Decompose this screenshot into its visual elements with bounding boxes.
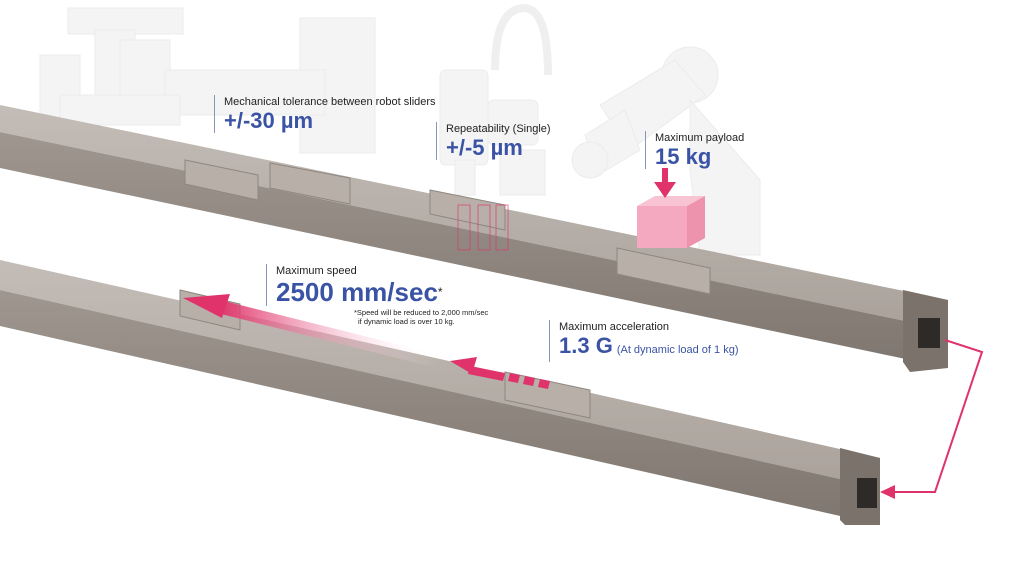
background-robots bbox=[39, 3, 761, 256]
acceleration-arrow bbox=[450, 357, 550, 389]
repeatability-label: Repeatability (Single) bbox=[446, 123, 551, 135]
footnote-line-1: *Speed will be reduced to 2,000 mm/sec bbox=[354, 308, 489, 317]
return-connector bbox=[895, 339, 984, 493]
footnote-line-2: if dynamic load is over 10 kg. bbox=[358, 317, 455, 326]
spec-acceleration: Maximum acceleration 1.3 G(At dynamic lo… bbox=[549, 320, 738, 362]
speed-value: 2500 mm/sec bbox=[276, 277, 438, 307]
speed-label: Maximum speed bbox=[276, 265, 357, 277]
upper-rail bbox=[0, 105, 948, 372]
repeatability-highlight bbox=[457, 204, 509, 251]
payload-arrow bbox=[654, 168, 676, 198]
spec-speed: Maximum speed 2500 mm/sec* bbox=[266, 264, 443, 306]
spec-payload: Maximum payload 15 kg bbox=[645, 131, 744, 169]
speed-arrow bbox=[183, 294, 440, 368]
acceleration-value-line: 1.3 G(At dynamic load of 1 kg) bbox=[559, 334, 738, 362]
acceleration-note: (At dynamic load of 1 kg) bbox=[616, 344, 739, 356]
tolerance-label: Mechanical tolerance between robot slide… bbox=[224, 96, 436, 108]
gantry-robot-illustration bbox=[39, 7, 376, 154]
payload-box bbox=[637, 206, 687, 248]
acceleration-label: Maximum acceleration bbox=[559, 321, 670, 333]
speed-value-line: 2500 mm/sec* bbox=[276, 278, 443, 306]
tolerance-value: +/-30 µm bbox=[224, 108, 314, 133]
scara-robot-illustration bbox=[439, 3, 552, 196]
spec-repeatability: Repeatability (Single) +/-5 µm bbox=[436, 122, 551, 160]
acceleration-value: 1.3 G bbox=[559, 333, 613, 358]
payload-label: Maximum payload bbox=[655, 132, 745, 144]
payload-value: 15 kg bbox=[655, 144, 712, 169]
spec-tolerance: Mechanical tolerance between robot slide… bbox=[214, 95, 436, 133]
repeatability-value: +/-5 µm bbox=[446, 135, 523, 160]
speed-footnote-marker: * bbox=[437, 285, 443, 299]
articulated-robot-illustration bbox=[571, 46, 761, 256]
speed-footnote: *Speed will be reduced to 2,000 mm/sec i… bbox=[354, 308, 488, 326]
